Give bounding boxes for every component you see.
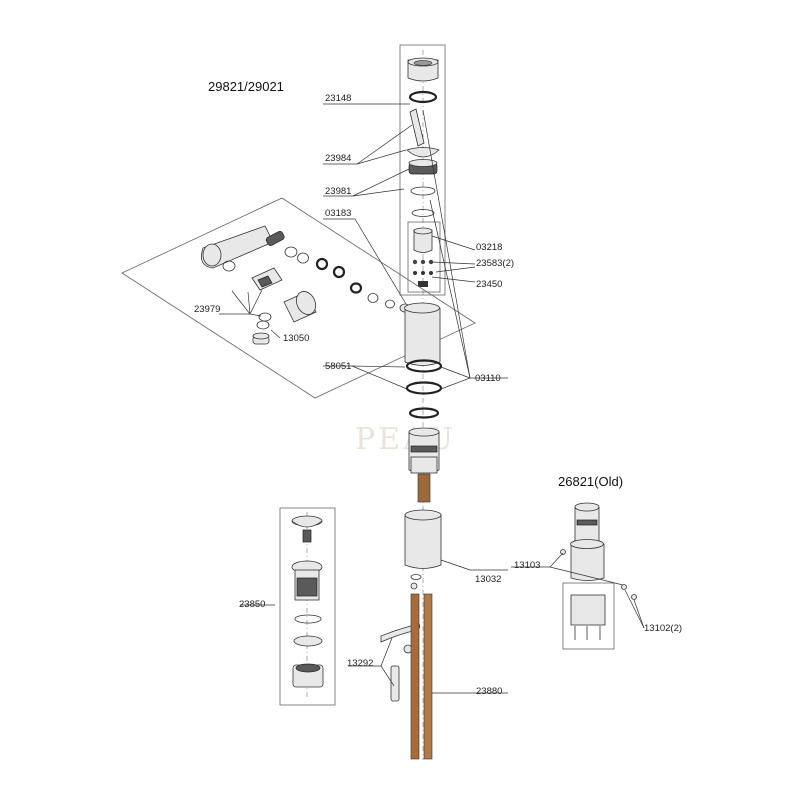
- label-03218: 03218: [476, 242, 502, 253]
- label-23880: 23880: [476, 686, 502, 697]
- label-58051: 58051: [325, 361, 351, 372]
- label-13032: 13032: [475, 574, 501, 585]
- drain-box: [279, 507, 336, 706]
- label-13102: 13102(2): [644, 623, 682, 634]
- spout-assembly-box: [121, 197, 476, 399]
- upper-column-parts: [406, 57, 441, 293]
- label-23583-qty: (2): [502, 258, 514, 269]
- main-body-parts: [380, 302, 443, 760]
- label-03110: 03110: [475, 373, 501, 384]
- label-23583-number: 23583: [476, 258, 502, 269]
- side-assembly-number: 26821: [558, 474, 594, 489]
- side-assembly: [560, 502, 637, 650]
- part-labels: 23148 23984 23981 03183 03218 23583(2) 2…: [194, 93, 682, 697]
- label-13103: 13103: [514, 560, 540, 571]
- leader-lines: [219, 103, 645, 694]
- label-23148: 23148: [325, 93, 351, 104]
- label-23583: 23583(2): [476, 258, 514, 269]
- label-13102-qty: (2): [670, 623, 682, 634]
- label-13050: 13050: [283, 333, 309, 344]
- label-23981: 23981: [325, 186, 351, 197]
- upper-column-box: [399, 44, 446, 760]
- label-23850: 23850: [239, 599, 265, 610]
- watermark: PEAU: [355, 422, 456, 457]
- label-23984: 23984: [325, 153, 351, 164]
- label-13292: 13292: [347, 658, 373, 669]
- label-13102-number: 13102: [644, 623, 670, 634]
- label-23450: 23450: [476, 279, 502, 290]
- side-assembly-suffix: (Old): [594, 474, 623, 489]
- label-03183: 03183: [325, 208, 351, 219]
- side-assembly-label: 26821(Old): [558, 474, 623, 489]
- diagram-title: 29821/29021: [208, 79, 284, 94]
- spout-parts: [200, 225, 411, 345]
- label-23979: 23979: [194, 304, 220, 315]
